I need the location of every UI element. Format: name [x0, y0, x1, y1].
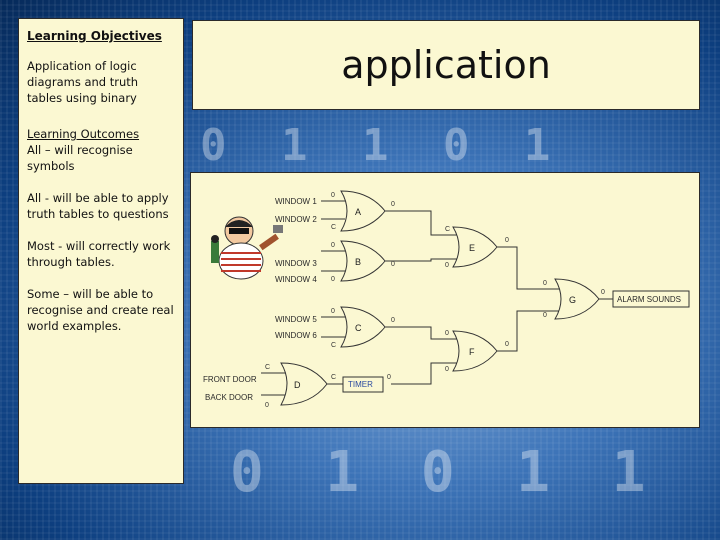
timer-label: TIMER: [348, 380, 373, 389]
label-window-2: WINDOW 2: [275, 215, 317, 224]
outcome-most: Most - will correctly work through table…: [27, 239, 171, 269]
logic-diagram-svg: WINDOW 1 WINDOW 2 WINDOW 3 WINDOW 4 WIND…: [203, 190, 690, 409]
alarm-label: ALARM SOUNDS: [617, 295, 681, 304]
gate-c-label: C: [355, 323, 362, 333]
gate-f-shape: [452, 330, 498, 372]
label-window-4: WINDOW 4: [275, 275, 317, 284]
gate-b-shape: [340, 240, 386, 282]
logic-diagram: WINDOW 1 WINDOW 2 WINDOW 3 WINDOW 4 WIND…: [190, 172, 700, 428]
slide-title: application: [341, 43, 551, 87]
outcome-all: All – will recognise symbols: [27, 143, 133, 173]
label-window-5: WINDOW 5: [275, 315, 317, 324]
gate-e-shape: [452, 226, 498, 268]
learning-panel: Learning Objectives Application of logic…: [18, 18, 184, 484]
label-back-door: BACK DOOR: [205, 393, 253, 402]
bit-label: C: [265, 364, 270, 371]
bit-label: 0: [445, 330, 449, 337]
timer-box: [342, 376, 384, 393]
bit-label: 0: [331, 242, 335, 249]
bit-label: 0: [601, 289, 605, 296]
bit-label: 0: [505, 237, 509, 244]
outcome-all-2: All - will be able to apply truth tables…: [27, 191, 169, 221]
bit-label: 0: [331, 192, 335, 199]
label-window-1: WINDOW 1: [275, 197, 317, 206]
bit-label: C: [445, 226, 450, 233]
gate-a-label: A: [355, 207, 361, 217]
label-front-door: FRONT DOOR: [203, 375, 257, 384]
objectives-text: Application of logic diagrams and truth …: [27, 59, 139, 105]
gate-e-label: E: [469, 243, 475, 253]
gate-b-label: B: [355, 257, 361, 267]
objectives-heading: Learning Objectives: [27, 29, 162, 43]
bit-label: 0: [543, 280, 547, 287]
gate-g-label: G: [569, 295, 576, 305]
bit-label: 0: [387, 374, 391, 381]
bit-label: C: [331, 224, 336, 231]
bit-label: 0: [391, 201, 395, 208]
gate-g-shape: [554, 278, 600, 320]
bit-label: 0: [265, 402, 269, 409]
alarm-box: [612, 290, 690, 308]
bit-label: 0: [543, 312, 547, 319]
bit-label: 0: [331, 308, 335, 315]
gate-d-label: D: [294, 380, 301, 390]
gate-d-shape: [280, 362, 328, 406]
gate-a-shape: [340, 190, 386, 232]
bit-label: 0: [391, 261, 395, 268]
background-digits: 0 1 0 1 1: [230, 440, 660, 505]
bit-label: 0: [391, 317, 395, 324]
bit-label: C: [331, 342, 336, 349]
bit-label: C: [331, 374, 336, 381]
outcome-some: Some – will be able to recognise and cre…: [27, 287, 174, 333]
burglar-image: [211, 216, 283, 280]
gate-c-shape: [340, 306, 386, 348]
gate-f-label: F: [469, 347, 475, 357]
background-digits: 0 1 1 0 1: [200, 120, 565, 171]
label-window-3: WINDOW 3: [275, 259, 317, 268]
bit-label: 0: [331, 276, 335, 283]
bit-label: 0: [445, 262, 449, 269]
bit-label: 0: [445, 366, 449, 373]
outcomes-heading: Learning Outcomes: [27, 127, 140, 141]
bit-label: 0: [505, 341, 509, 348]
label-window-6: WINDOW 6: [275, 331, 317, 340]
title-box: application: [192, 20, 700, 110]
